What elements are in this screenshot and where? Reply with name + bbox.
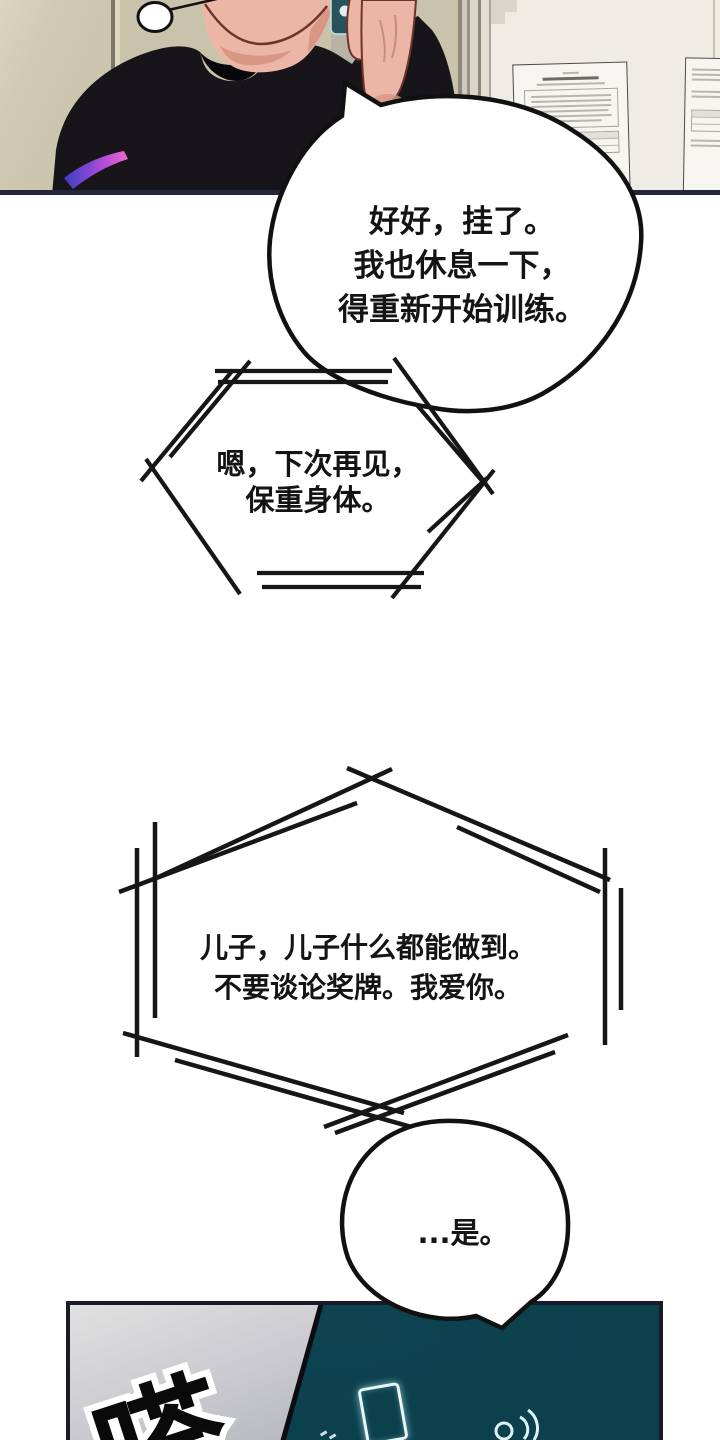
jaw-line	[203, 3, 328, 46]
hex-bubble1-text: 嗯，下次再见， 保重身体。	[168, 446, 468, 518]
bubble1-line: 得重新开始训练。	[338, 292, 586, 328]
door-frame-highlight	[115, 0, 120, 195]
hex-bubble2-text: 儿子，儿子什么都能做到。 不要谈论奖牌。我爱你。	[128, 928, 608, 1008]
table-surface	[70, 1305, 321, 1440]
forearm	[360, 0, 418, 110]
wrist-tendon-line	[391, 14, 397, 59]
neck-shadow-right	[308, 6, 330, 52]
hex-bubble1-line: 嗯，下次再见，	[216, 447, 420, 481]
wall-strip	[331, 0, 363, 90]
wall-corner-step	[491, 12, 505, 24]
wrist-tendon-line	[379, 19, 386, 63]
wall-pillar	[458, 0, 491, 195]
poster-paper-2	[682, 57, 720, 195]
panel-border	[0, 190, 720, 195]
hex-bubble1-line: 保重身体。	[245, 483, 391, 517]
bubble1-line: 我也休息一下，	[353, 248, 571, 284]
offscreen-bubble-tail-blob	[136, 1, 174, 33]
bubble1-line: 好好，挂了。	[369, 204, 555, 240]
hex-bubble2-line: 儿子，儿子什么都能做到。	[199, 931, 536, 964]
wall-left-beige	[0, 0, 120, 195]
neck-shadow	[220, 46, 292, 66]
panel-bottom-phone: 嗒	[66, 1301, 663, 1440]
neck	[200, 0, 334, 73]
poster-paper-1	[512, 61, 631, 195]
bubble1-text: 好好，挂了。 我也休息一下， 得重新开始训练。	[282, 200, 642, 332]
collar	[200, 50, 266, 81]
offscreen-bubble-tail-line	[163, 0, 218, 13]
wrist-shadow	[372, 94, 404, 110]
bubble2-text: ...是。	[417, 1216, 509, 1250]
panel-top	[0, 0, 720, 195]
hex-bubble2-line: 不要谈论奖牌。我爱你。	[213, 971, 522, 1004]
wall-corner-step	[491, 0, 517, 12]
